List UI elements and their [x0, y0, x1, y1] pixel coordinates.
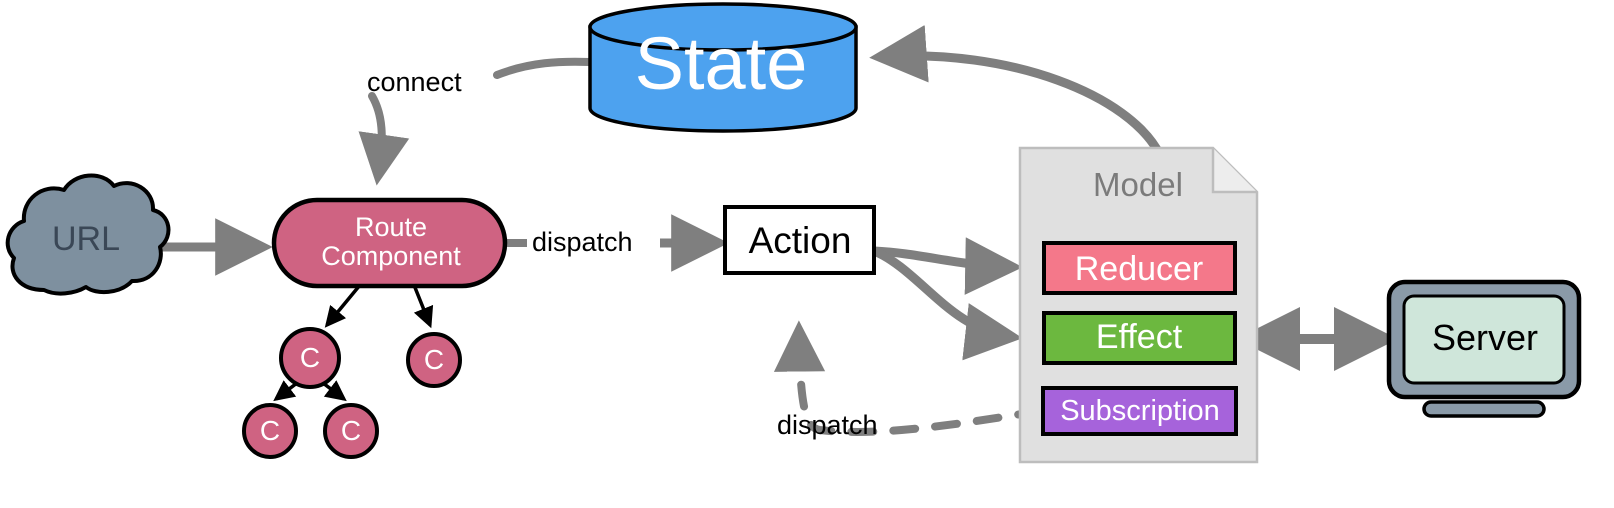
node-effect[interactable]	[1042, 311, 1237, 365]
edge-subscription-to-action	[773, 320, 1044, 436]
node-component-c3[interactable]	[242, 403, 298, 459]
node-route-component[interactable]	[271, 197, 508, 289]
node-server[interactable]	[1386, 279, 1582, 418]
node-component-c1[interactable]	[279, 327, 341, 389]
node-model[interactable]	[1018, 146, 1259, 464]
edge-c1-to-grandchildren	[273, 380, 347, 402]
edge-label-connect: connect	[367, 67, 462, 97]
node-component-c2[interactable]	[406, 332, 462, 388]
node-action[interactable]	[723, 205, 876, 275]
node-component-c4[interactable]	[323, 403, 379, 459]
node-state[interactable]	[588, 2, 858, 133]
edge-label-dispatch-route: dispatch	[532, 227, 633, 257]
node-url[interactable]	[5, 173, 171, 296]
node-reducer[interactable]	[1042, 241, 1237, 295]
edge-model-to-state	[869, 25, 1165, 160]
edge-state-to-route	[358, 57, 594, 186]
edge-route-to-children	[324, 283, 434, 329]
edge-action-to-model-boxes	[869, 237, 1023, 361]
node-subscription[interactable]	[1041, 386, 1238, 436]
edge-label-dispatch-subscription: dispatch	[777, 410, 878, 440]
